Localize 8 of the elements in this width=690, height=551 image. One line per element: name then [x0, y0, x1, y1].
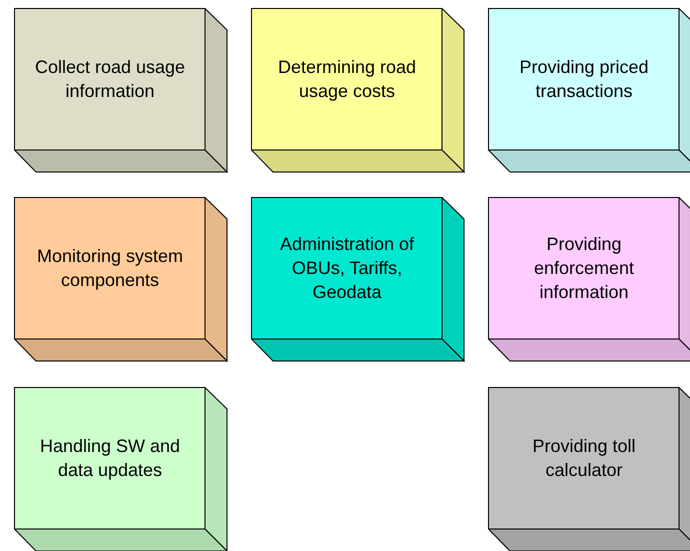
box-label: Providing enforcement information: [532, 233, 636, 304]
box-label: Monitoring system components: [36, 245, 184, 292]
box-label: Collect road usage information: [34, 56, 186, 103]
box-label: Determining road usage costs: [276, 56, 418, 103]
box-label: Administration of OBUs, Tariffs, Geodata: [278, 233, 416, 304]
box-label: Handling SW and data updates: [38, 435, 182, 482]
box-label: Providing priced transactions: [518, 56, 650, 103]
box-label: Providing toll calculator: [531, 435, 637, 482]
